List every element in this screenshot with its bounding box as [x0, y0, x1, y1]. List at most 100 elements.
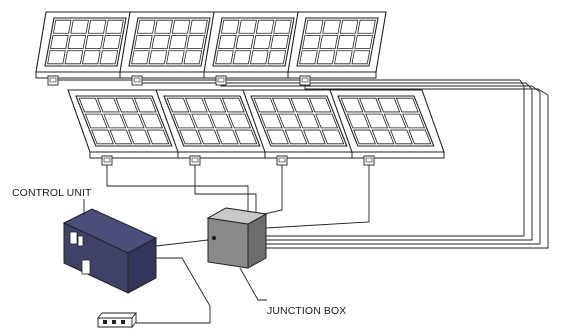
cable	[220, 85, 532, 87]
solar-cell	[172, 113, 196, 129]
cable	[265, 165, 370, 229]
solar-cell	[273, 19, 292, 34]
solar-cell	[278, 113, 302, 129]
solar-cell	[377, 97, 401, 113]
solar-cell	[171, 19, 191, 34]
top-row-panel	[35, 11, 135, 86]
solar-cell	[351, 50, 371, 65]
wall-plug	[97, 311, 137, 329]
solar-cell	[259, 113, 283, 129]
cable	[304, 85, 538, 90]
solar-cell	[136, 19, 156, 34]
solar-cell	[304, 19, 324, 34]
solar-cell	[334, 50, 353, 65]
top-row-panel	[203, 11, 303, 86]
solar-cell	[84, 113, 108, 129]
solar-cell	[115, 97, 139, 113]
control-unit-socket-icon	[81, 259, 91, 275]
solar-cell	[235, 35, 255, 49]
cable	[263, 165, 283, 215]
solar-cell	[346, 113, 370, 129]
solar-cell	[217, 35, 237, 49]
solar-cell	[353, 129, 376, 145]
bottom-row-panel	[329, 89, 445, 166]
solar-cell	[91, 129, 114, 145]
solar-cell	[299, 50, 318, 65]
top-row-panel	[287, 11, 387, 86]
solar-cell	[354, 35, 374, 49]
solar-cell	[109, 129, 133, 145]
cable	[266, 85, 541, 245]
solar-cell	[209, 113, 233, 129]
solar-cell	[82, 50, 101, 65]
cable	[194, 165, 257, 222]
solar-cell	[99, 50, 119, 65]
solar-cell	[271, 97, 295, 113]
solar-cell	[357, 19, 376, 34]
solar-cell	[336, 35, 356, 49]
solar-cell	[402, 113, 426, 129]
solar-cell	[216, 129, 239, 145]
control-unit	[62, 208, 158, 294]
solar-cell	[133, 97, 157, 113]
solar-cell	[154, 19, 173, 34]
solar-cell	[255, 19, 275, 34]
solar-cell	[319, 35, 339, 49]
solar-cell	[197, 129, 221, 145]
wiring-layer	[52, 79, 549, 324]
solar-cell	[383, 113, 407, 129]
solar-cell	[339, 19, 359, 34]
solar-cell	[315, 113, 339, 129]
solar-panels	[35, 11, 445, 166]
solar-cell	[84, 35, 104, 49]
solar-cell	[340, 97, 364, 113]
cable	[136, 257, 211, 324]
solar-cell	[186, 35, 206, 49]
solar-cell	[49, 35, 69, 49]
cable	[155, 239, 209, 247]
solar-cell	[96, 97, 120, 113]
solar-cell	[290, 97, 314, 113]
solar-cell	[67, 35, 87, 49]
solar-cell	[220, 19, 240, 34]
solar-cell	[103, 113, 127, 129]
bottom-row-panel	[242, 89, 358, 166]
cable	[266, 82, 533, 241]
solar-cell	[148, 50, 168, 65]
solar-cell	[250, 50, 269, 65]
solar-cell	[284, 129, 308, 145]
solar-cell	[321, 129, 345, 145]
solar-cell	[232, 50, 252, 65]
solar-cell	[140, 113, 164, 129]
solar-cell	[322, 19, 341, 34]
solar-cell	[408, 129, 432, 145]
solar-cell	[166, 97, 190, 113]
solar-cell	[189, 19, 208, 34]
solar-cell	[121, 113, 145, 129]
solar-cell	[296, 113, 320, 129]
solar-cell	[252, 35, 272, 49]
cable	[266, 88, 549, 249]
solar-cell	[47, 50, 66, 65]
solar-cell	[168, 35, 188, 49]
solar-cell	[102, 35, 122, 49]
solar-cell	[301, 35, 321, 49]
bottom-row-panel	[155, 89, 271, 166]
solar-cell	[78, 97, 102, 113]
cable	[136, 82, 526, 85]
solar-cell	[390, 129, 413, 145]
control-unit-port-icon	[69, 231, 78, 245]
solar-cell	[303, 129, 326, 145]
solar-cell	[238, 19, 257, 34]
solar-cell	[52, 19, 72, 34]
solar-cell	[365, 113, 389, 129]
solar-cell	[253, 97, 277, 113]
junction-box-label: JUNCTION BOX	[267, 305, 346, 317]
solar-cell	[184, 97, 208, 113]
solar-cell	[358, 97, 382, 113]
solar-cell	[105, 19, 124, 34]
cable	[266, 79, 525, 237]
top-row-panel	[119, 11, 219, 86]
